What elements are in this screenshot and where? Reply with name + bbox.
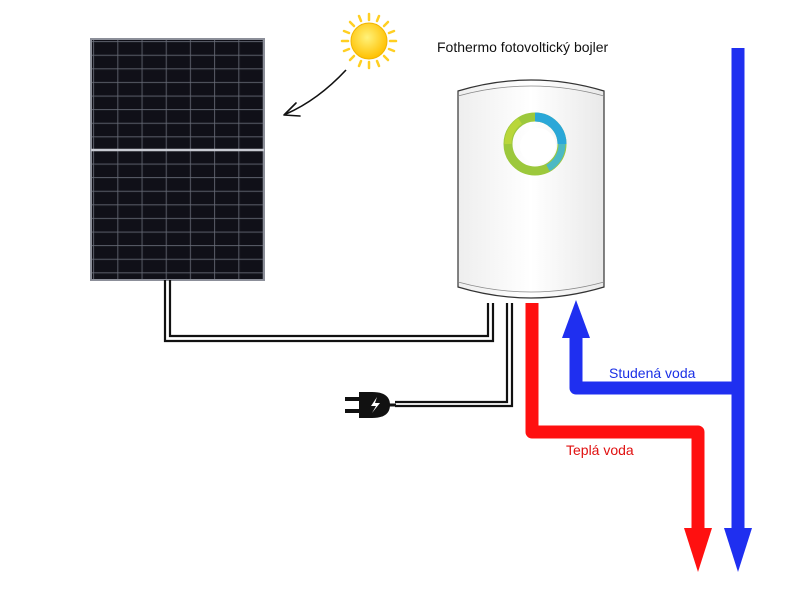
sun-icon — [340, 12, 398, 70]
boiler-tank — [457, 79, 605, 299]
solar-panel-icon — [90, 38, 265, 281]
hot-water-label: Teplá voda — [566, 442, 634, 458]
panel-cable — [163, 280, 495, 343]
cold-water-label: Studená voda — [609, 365, 696, 381]
boiler-logo-icon — [503, 112, 567, 176]
mains-cable — [395, 303, 514, 408]
power-plug-icon — [345, 392, 396, 418]
cold-water-pipe — [562, 48, 752, 572]
boiler-title: Fothermo fotovoltický bojler — [437, 39, 609, 55]
hot-water-pipe — [525, 303, 712, 572]
sunlight-arrow — [283, 69, 347, 117]
